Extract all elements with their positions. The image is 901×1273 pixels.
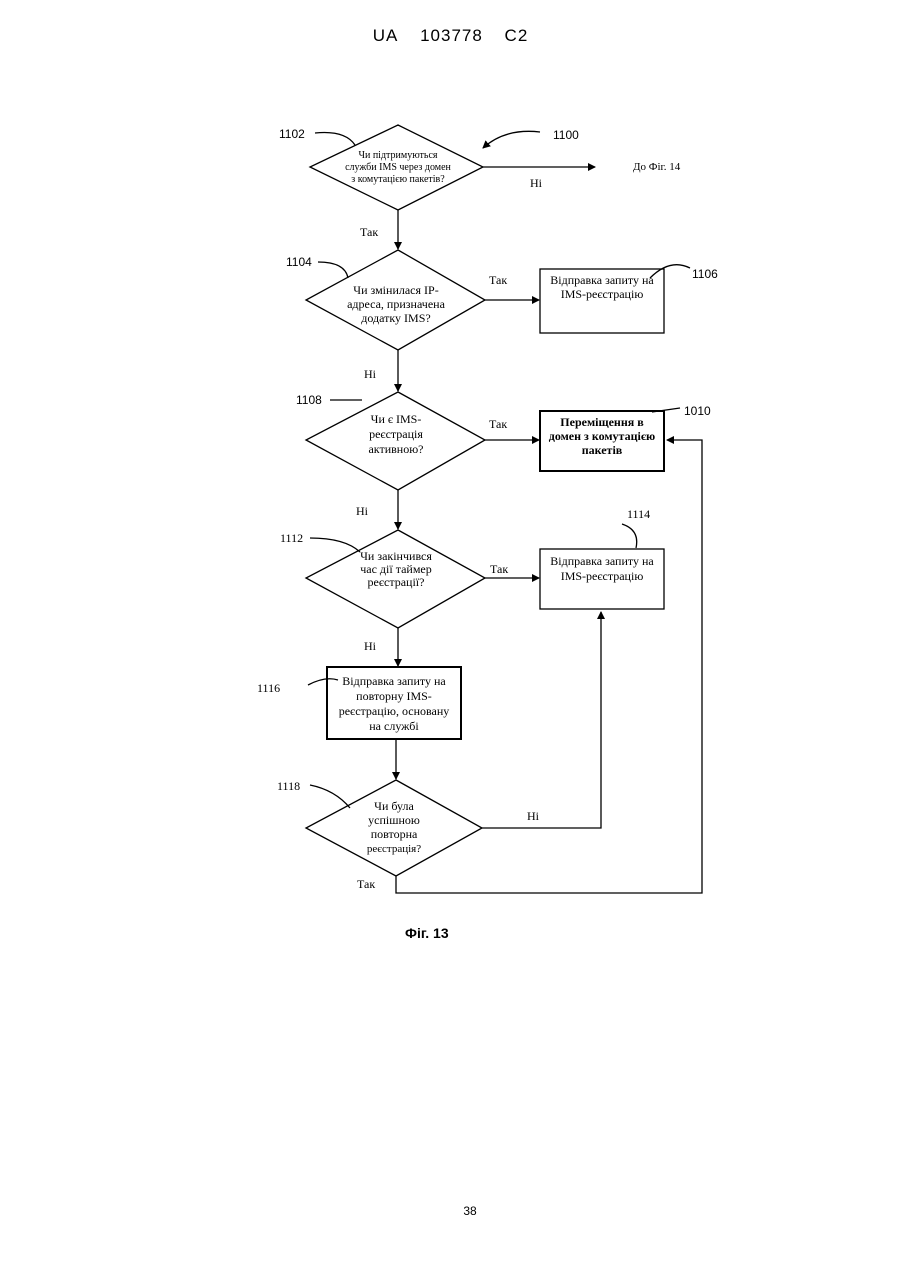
decision-1104-line3: додатку IMS? — [361, 311, 430, 325]
decision-1118-line1: Чи була — [374, 799, 414, 813]
decision-1118-line3: повторна — [371, 827, 418, 841]
decision-1112-line3: реєстрації? — [368, 575, 425, 589]
process-1114-line2: IMS-реєстрацію — [561, 569, 644, 583]
process-1116-line3: реєстрацію, основану — [339, 704, 450, 718]
leader-1100 — [483, 131, 540, 148]
arrow-1118-no-to-1114 — [482, 612, 601, 828]
label-1118-no: Ні — [527, 809, 540, 823]
decision-1112-line1: Чи закінчився — [360, 549, 432, 563]
decision-1118-line2: успішною — [368, 813, 420, 827]
ref-1104: 1104 — [286, 255, 312, 269]
leader-1118 — [310, 785, 350, 808]
process-1010-line3: пакетів — [582, 443, 623, 457]
to-fig14-label: До Фіг. 14 — [633, 161, 681, 173]
decision-1104-line1: Чи змінилася IP- — [353, 283, 438, 297]
decision-1108-shape — [306, 392, 485, 490]
label-1108-yes: Так — [489, 417, 507, 431]
process-1010-line1: Переміщення в — [560, 415, 644, 429]
leader-1114 — [622, 524, 637, 548]
ref-1010: 1010 — [684, 404, 711, 418]
decision-1108-line3: активною? — [368, 442, 423, 456]
process-1116-line2: повторну IMS- — [356, 689, 432, 703]
label-1112-yes: Так — [490, 562, 508, 576]
decision-1118-line4: реєстрація? — [367, 843, 421, 855]
leader-1116 — [308, 679, 338, 685]
decision-1102-line1: Чи підтримуються — [358, 150, 437, 161]
process-1010-line2: домен з комутацією — [549, 429, 655, 443]
decision-1108-line1: Чи є IMS- — [371, 412, 422, 426]
process-1106-line1: Відправка запиту на — [550, 273, 654, 287]
process-1114-line1: Відправка запиту на — [550, 554, 654, 568]
decision-1102-line3: з комутацією пакетів? — [351, 174, 445, 185]
decision-1112-line2: час дії таймер — [360, 562, 432, 576]
decision-1104-line2: адреса, призначена — [347, 297, 445, 311]
label-1108-no: Ні — [356, 504, 369, 518]
label-1104-no: Ні — [364, 367, 377, 381]
leader-1104 — [318, 262, 348, 278]
page-number: 38 — [0, 1204, 901, 1218]
leader-1112 — [310, 538, 360, 552]
ref-1102: 1102 — [279, 127, 305, 141]
ref-1100: 1100 — [553, 128, 579, 142]
process-1116-line4: на службі — [369, 719, 419, 733]
figure-caption: Фіг. 13 — [405, 925, 449, 941]
label-1102-yes: Так — [360, 225, 378, 239]
leader-1106 — [650, 265, 690, 278]
ref-1108: 1108 — [296, 393, 322, 407]
decision-1102-line2: служби IMS через домен — [345, 162, 451, 173]
label-1102-no: Ні — [530, 176, 543, 190]
ref-1116: 1116 — [257, 681, 280, 695]
ref-1112: 1112 — [280, 531, 303, 545]
ref-1114: 1114 — [627, 507, 650, 521]
decision-1108-line2: реєстрація — [369, 427, 423, 441]
leader-1102 — [315, 133, 355, 146]
label-1118-yes: Так — [357, 877, 375, 891]
label-1104-yes: Так — [489, 273, 507, 287]
ref-1106: 1106 — [692, 267, 718, 281]
label-1112-no: Ні — [364, 639, 377, 653]
ref-1118: 1118 — [277, 779, 300, 793]
process-1106-line2: IMS-реєстрацію — [561, 287, 644, 301]
process-1116-line1: Відправка запиту на — [342, 674, 446, 688]
